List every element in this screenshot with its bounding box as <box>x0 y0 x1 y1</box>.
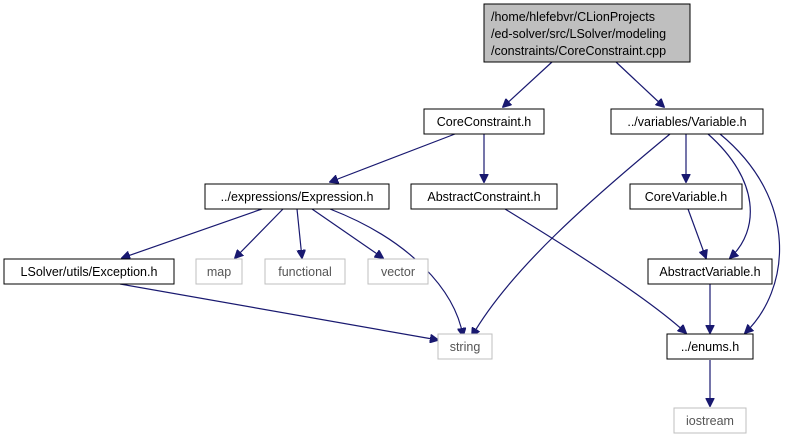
edge-corevariable-to-abstractvariable <box>687 208 706 258</box>
root-line-3: /constraints/CoreConstraint.cpp <box>491 44 666 58</box>
node-coreconstraint-h[interactable]: CoreConstraint.h <box>423 108 545 135</box>
node-iostream[interactable]: iostream <box>673 407 747 434</box>
edge-expression-to-exception <box>122 208 263 258</box>
node-label: string <box>450 340 481 354</box>
edge-expression-to-vector <box>311 208 383 258</box>
node-label: ../expressions/Expression.h <box>221 190 374 204</box>
node-label: AbstractConstraint.h <box>427 190 540 204</box>
node-root-file[interactable]: /home/hlefebvr/CLionProjects /ed-solver/… <box>483 3 691 63</box>
edge-variable-to-string <box>472 133 671 336</box>
node-vector[interactable]: vector <box>367 258 429 285</box>
node-label: CoreConstraint.h <box>437 115 532 129</box>
edge-variable-to-abstractvariable <box>707 133 751 258</box>
node-label: ../variables/Variable.h <box>627 115 746 129</box>
node-functional[interactable]: functional <box>264 258 346 285</box>
edge-coreconstraint-to-expression <box>330 133 456 182</box>
edge-root-to-variable <box>615 61 664 107</box>
edge-exception-to-string <box>119 283 438 340</box>
node-string[interactable]: string <box>437 333 493 360</box>
node-label: functional <box>278 265 332 279</box>
node-abstractvariable-h[interactable]: AbstractVariable.h <box>647 258 773 285</box>
node-expression-h[interactable]: ../expressions/Expression.h <box>204 183 390 210</box>
node-exception-h[interactable]: LSolver/utils/Exception.h <box>3 258 175 285</box>
node-label: AbstractVariable.h <box>659 265 760 279</box>
node-corevariable-h[interactable]: CoreVariable.h <box>629 183 743 210</box>
edge-variable-to-enums <box>719 133 781 333</box>
edge-expression-to-map <box>235 208 284 258</box>
node-label: vector <box>381 265 415 279</box>
node-abstractconstraint-h[interactable]: AbstractConstraint.h <box>410 183 558 210</box>
node-label: ../enums.h <box>681 340 739 354</box>
edge-expression-to-functional <box>296 208 302 258</box>
node-enums-h[interactable]: ../enums.h <box>666 333 754 360</box>
edge-root-to-coreconstraint <box>503 61 553 107</box>
node-label: CoreVariable.h <box>645 190 728 204</box>
node-map[interactable]: map <box>195 258 243 285</box>
node-label: LSolver/utils/Exception.h <box>21 265 158 279</box>
node-label: map <box>207 265 231 279</box>
node-label: iostream <box>686 414 734 428</box>
root-line-1: /home/hlefebvr/CLionProjects <box>491 10 655 24</box>
edge-abstractconstraint-to-enums <box>504 208 686 333</box>
root-line-2: /ed-solver/src/LSolver/modeling <box>491 27 666 41</box>
node-variable-h[interactable]: ../variables/Variable.h <box>610 108 764 135</box>
